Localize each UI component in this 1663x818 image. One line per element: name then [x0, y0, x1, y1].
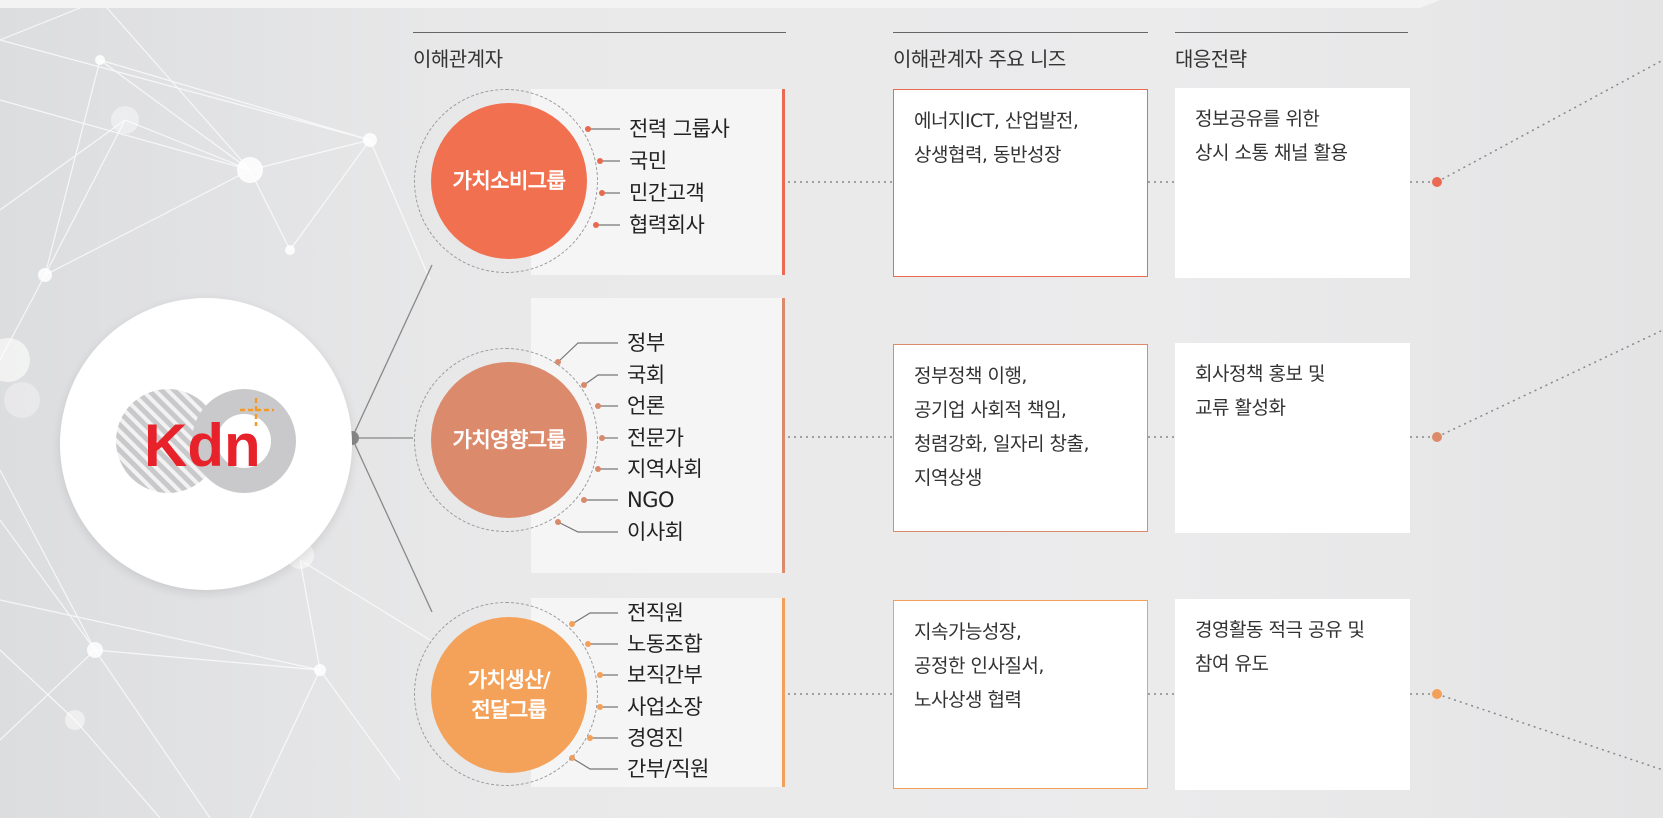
needs-line: 상생협력, 동반성장: [914, 144, 1061, 166]
member-item: 국회: [627, 363, 665, 387]
group-name-3-line-1: 가치생산/: [467, 668, 551, 692]
header-needs: 이해관계자 주요 니즈: [893, 32, 1148, 72]
group-circle-value-production: 가치생산/ 전달그룹: [431, 617, 587, 773]
member-item: 전력 그룹사: [629, 117, 730, 141]
group-ring-1: [414, 89, 598, 273]
member-item: 보직간부: [627, 663, 703, 687]
group-panel-bar-3: [782, 598, 785, 787]
member-item: 전직원: [627, 601, 684, 625]
member-item: 사업소장: [627, 695, 703, 719]
group-ring-2: [414, 348, 598, 532]
kdn-logo-text: Kdn: [144, 412, 261, 479]
header-stakeholders: 이해관계자: [413, 32, 786, 72]
strategy-box-2: 회사정책 홍보 및 교류 활성화: [1175, 343, 1410, 533]
strategy-box-3: 경영활동 적극 공유 및 참여 유도: [1175, 599, 1410, 790]
group-name-3-line-2: 전달그룹: [471, 698, 547, 722]
member-item: 민간고객: [629, 181, 705, 205]
group-circle-value-influence: 가치영향그룹: [431, 362, 587, 518]
member-item: 노동조합: [627, 632, 703, 656]
member-item: NGO: [627, 488, 675, 512]
group-panel-bar-2: [782, 298, 785, 573]
needs-line: 지속가능성장,: [914, 621, 1022, 643]
header-strategy: 대응전략: [1175, 32, 1408, 72]
group-name-2: 가치영향그룹: [452, 428, 566, 452]
member-item: 언론: [627, 394, 665, 418]
member-item: 지역사회: [627, 457, 703, 481]
needs-line: 지역상생: [914, 467, 982, 489]
member-item: 이사회: [627, 520, 684, 544]
needs-line: 노사상생 협력: [914, 689, 1022, 711]
strategy-line: 교류 활성화: [1195, 397, 1286, 419]
strategy-line: 정보공유를 위한: [1195, 108, 1320, 130]
group-circle-value-consumption: 가치소비그룹: [431, 103, 587, 259]
member-item: 간부/직원: [627, 757, 709, 781]
needs-line: 청렴강화, 일자리 창출,: [914, 433, 1089, 455]
member-item: 국민: [629, 149, 667, 173]
needs-box-3: 지속가능성장, 공정한 인사질서, 노사상생 협력: [893, 600, 1148, 789]
needs-line: 공정한 인사질서,: [914, 655, 1044, 677]
strategy-line: 경영활동 적극 공유 및: [1195, 619, 1365, 641]
strategy-box-1: 정보공유를 위한 상시 소통 채널 활용: [1175, 88, 1410, 278]
needs-line: 공기업 사회적 책임,: [914, 399, 1067, 421]
needs-line: 정부정책 이행,: [914, 365, 1027, 387]
kdn-logo: Kdn: [116, 389, 296, 493]
strategy-line: 참여 유도: [1195, 653, 1269, 675]
strategy-line: 상시 소통 채널 활용: [1195, 142, 1348, 164]
member-item: 정부: [627, 331, 665, 355]
needs-box-1: 에너지ICT, 산업발전, 상생협력, 동반성장: [893, 89, 1148, 277]
group-panel-bar-1: [782, 89, 785, 275]
group-ring-3: [414, 602, 598, 786]
member-item: 전문가: [627, 426, 684, 450]
member-item: 경영진: [627, 726, 684, 750]
needs-line: 에너지ICT, 산업발전,: [914, 110, 1079, 132]
strategy-line: 회사정책 홍보 및: [1195, 363, 1325, 385]
needs-box-2: 정부정책 이행, 공기업 사회적 책임, 청렴강화, 일자리 창출, 지역상생: [893, 344, 1148, 532]
member-item: 협력회사: [629, 213, 705, 237]
kdn-logo-circle: Kdn: [60, 298, 352, 590]
group-name-1: 가치소비그룹: [452, 169, 566, 193]
